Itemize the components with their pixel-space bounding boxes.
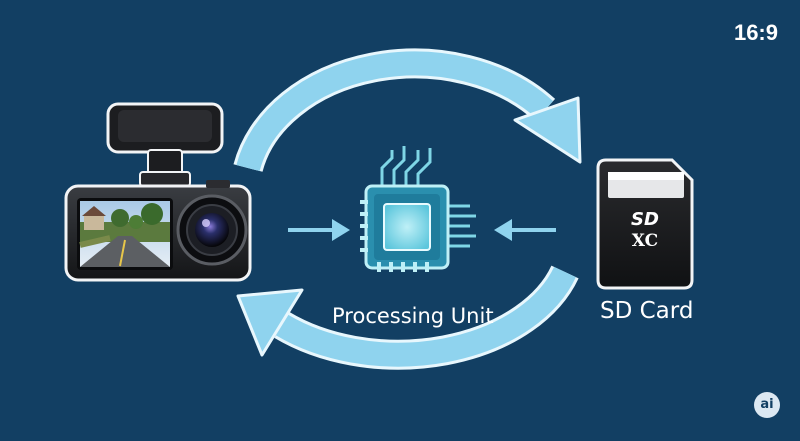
- dashcam-icon: [64, 102, 252, 282]
- arrow-top-curve: [233, 48, 582, 173]
- arrow-sd-to-chip: [494, 219, 556, 241]
- processing-unit-label: Processing Unit: [332, 304, 494, 328]
- aspect-ratio-label: 16:9: [733, 20, 778, 45]
- ai-badge: ai: [754, 392, 780, 418]
- arrow-camera-to-chip: [288, 219, 350, 241]
- arrow-bottom-curve: [236, 265, 579, 370]
- processor-chip-icon: [360, 146, 476, 272]
- xc-logo-text: XC: [632, 231, 658, 251]
- sd-card-icon: SD XC: [596, 158, 694, 290]
- sd-card-label: SD Card: [600, 298, 694, 324]
- sd-logo-text: SD: [631, 209, 659, 230]
